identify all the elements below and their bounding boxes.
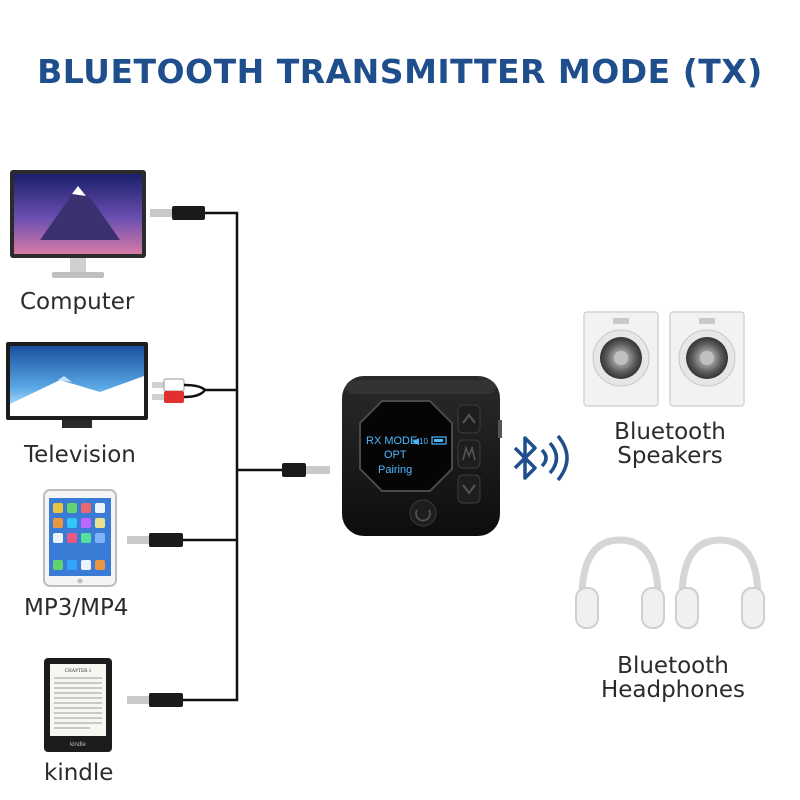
- screen-mode-text: RX MODE: [366, 435, 417, 447]
- speakers-label-line2: Speakers: [617, 443, 723, 469]
- computer-icon: [10, 170, 146, 278]
- computer-aux-plug: [150, 206, 205, 220]
- screen-level-text: 10: [419, 437, 428, 446]
- television-rca-plugs: [152, 378, 207, 403]
- screen-status-text: Pairing: [378, 464, 412, 476]
- device-aux-plug: [282, 463, 330, 477]
- mp3-mp4-tablet-icon: [43, 489, 117, 587]
- speaker-right-icon: [669, 311, 745, 407]
- television-icon: [6, 342, 148, 428]
- device-power-button[interactable]: [409, 499, 437, 527]
- speaker-left-icon: [583, 311, 659, 407]
- headphones-left-icon: [575, 536, 665, 629]
- bluetooth-icon: [513, 436, 537, 480]
- main-cable-trunk: [183, 211, 239, 702]
- kindle-aux-plug: [127, 693, 183, 707]
- screen-input-text: OPT: [384, 449, 407, 461]
- screen-volume-icon: ◀: [412, 436, 419, 446]
- signal-wave-3: [556, 434, 569, 482]
- bluetooth-signal-icon: [513, 434, 569, 482]
- signal-wave-1: [540, 448, 548, 468]
- bluetooth-speakers-label: Bluetooth Speakers: [590, 420, 750, 468]
- power-icon: [415, 509, 431, 522]
- kindle-label: kindle: [44, 760, 114, 786]
- mp3-aux-plug: [127, 533, 183, 547]
- headphones-right-icon: [675, 536, 765, 629]
- screen-battery-icon: [431, 436, 447, 445]
- chevron-up-icon: [462, 413, 476, 424]
- signal-wave-2: [548, 441, 559, 475]
- device-up-button[interactable]: [457, 404, 481, 434]
- chevron-down-icon: [462, 484, 476, 495]
- headphones-label-line2: Headphones: [600, 677, 746, 703]
- device-mode-button[interactable]: [457, 439, 481, 469]
- computer-label: Computer: [20, 289, 135, 315]
- headphones-label-line1: Bluetooth: [617, 653, 729, 679]
- cable-network: [183, 211, 282, 702]
- device-screen: [359, 400, 453, 492]
- speakers-label-line1: Bluetooth: [614, 419, 726, 445]
- kindle-chapter-text: CHAPTER 1: [65, 669, 92, 674]
- mp3-mp4-label: MP3/MP4: [24, 595, 129, 621]
- device-down-button[interactable]: [457, 474, 481, 504]
- kindle-brand-text: kindle: [70, 742, 86, 748]
- bluetooth-headphones-label: Bluetooth Headphones: [582, 654, 764, 702]
- bluetooth-transmitter-device: RX MODE ◀ 10 OPT Pairing: [342, 376, 502, 536]
- m-mode-icon: [462, 445, 476, 461]
- television-label: Television: [24, 442, 136, 468]
- kindle-ereader-icon: CHAPTER 1 kindle: [44, 658, 112, 752]
- page-title: BLUETOOTH TRANSMITTER MODE (TX): [37, 52, 763, 91]
